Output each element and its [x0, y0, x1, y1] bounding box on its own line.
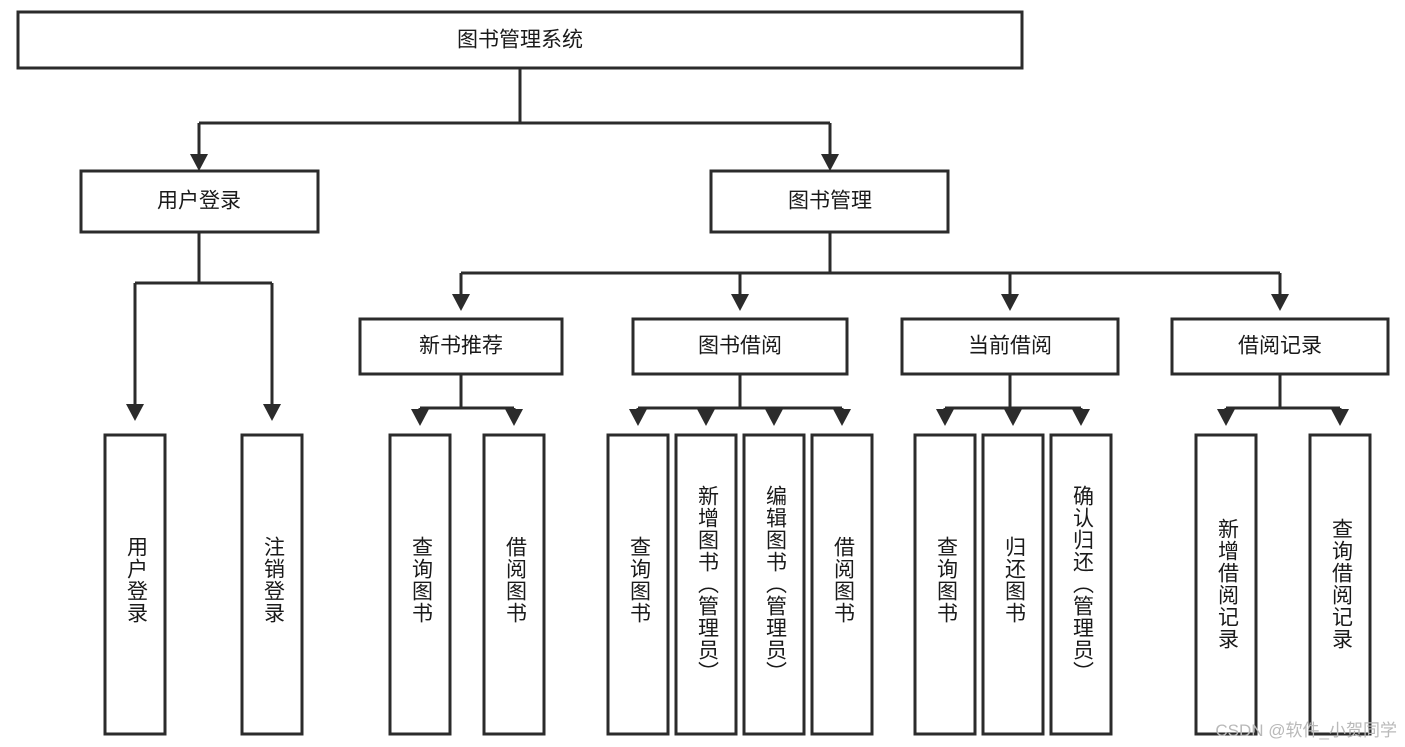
node-borrow-record-box[interactable] — [1170, 317, 1390, 376]
node-user-login-box[interactable] — [79, 169, 320, 234]
node-leaf-borrow-add-book-box[interactable] — [674, 433, 738, 736]
node-current-borrow-box[interactable] — [900, 317, 1120, 376]
edge-group-new-book-rec — [411, 374, 523, 426]
arrowhead-icon — [1001, 294, 1019, 311]
edge-group-book-borrow — [629, 374, 851, 426]
node-leaf-borrow-borrow-book-box[interactable] — [810, 433, 874, 736]
node-leaf-user-logout-box[interactable] — [240, 433, 304, 736]
node-new-book-rec-box[interactable] — [358, 317, 564, 376]
node-leaf-user-logout-label: 注销登录 — [261, 536, 285, 624]
node-leaf-rec-query-book-label: 查询图书 — [409, 536, 433, 624]
arrowhead-icon — [411, 409, 429, 426]
node-leaf-record-query-box[interactable] — [1308, 433, 1372, 736]
node-root-box[interactable] — [16, 10, 1024, 70]
node-leaf-current-query-book-box[interactable] — [913, 433, 977, 736]
node-borrow-record[interactable]: 借阅记录 — [1170, 317, 1390, 376]
node-leaf-borrow-borrow-book-label: 借阅图书 — [831, 536, 855, 624]
node-book-borrow-box[interactable] — [631, 317, 849, 376]
edge-group-book-manage — [452, 232, 1289, 311]
node-leaf-record-query-label: 查询借阅记录 — [1329, 518, 1353, 650]
node-book-manage-label: 图书管理 — [788, 190, 872, 213]
node-current-borrow[interactable]: 当前借阅 — [900, 317, 1120, 376]
node-book-borrow-label: 图书借阅 — [698, 335, 782, 358]
arrowhead-icon — [833, 409, 851, 426]
arrowhead-icon — [190, 154, 208, 171]
node-leaf-user-login-box[interactable] — [103, 433, 167, 736]
arrowhead-icon — [263, 404, 281, 421]
node-leaf-record-add[interactable]: 新增借阅记录 — [1194, 433, 1258, 736]
edge-group-borrow-record — [1217, 374, 1349, 426]
node-leaf-user-login-label: 用户登录 — [124, 536, 148, 624]
node-leaf-current-query-book[interactable]: 查询图书 — [913, 433, 977, 736]
node-leaf-user-logout[interactable]: 注销登录 — [240, 433, 304, 736]
arrowhead-icon — [1331, 409, 1349, 426]
node-leaf-borrow-edit-book-box[interactable] — [742, 433, 806, 736]
node-leaf-borrow-add-book[interactable]: 新增图书（管理员） — [674, 433, 738, 736]
node-leaf-current-confirm-return-label: 确认归还（管理员） — [1070, 485, 1094, 683]
arrowhead-icon — [1004, 409, 1022, 426]
node-new-book-rec[interactable]: 新书推荐 — [358, 317, 564, 376]
node-root-label: 图书管理系统 — [457, 29, 583, 52]
node-leaf-record-add-label: 新增借阅记录 — [1215, 518, 1239, 650]
node-leaf-borrow-borrow-book[interactable]: 借阅图书 — [810, 433, 874, 736]
arrowhead-icon — [765, 409, 783, 426]
node-leaf-current-return-book-box[interactable] — [981, 433, 1045, 736]
node-leaf-borrow-edit-book[interactable]: 编辑图书（管理员） — [742, 433, 806, 736]
arrowhead-icon — [452, 294, 470, 311]
arrowhead-icon — [697, 409, 715, 426]
node-user-login[interactable]: 用户登录 — [79, 169, 320, 234]
node-leaf-rec-query-book-box[interactable] — [388, 433, 452, 736]
arrowhead-icon — [1271, 294, 1289, 311]
node-leaf-user-login[interactable]: 用户登录 — [103, 433, 167, 736]
node-book-manage-box[interactable] — [709, 169, 950, 234]
node-root[interactable]: 图书管理系统 — [16, 10, 1024, 70]
node-book-manage[interactable]: 图书管理 — [709, 169, 950, 234]
node-leaf-borrow-add-book-label: 新增图书（管理员） — [695, 485, 719, 683]
node-leaf-current-confirm-return-box[interactable] — [1049, 433, 1113, 736]
node-leaf-borrow-query-book-label: 查询图书 — [627, 536, 651, 624]
node-leaf-current-return-book-label: 归还图书 — [1002, 536, 1026, 624]
arrowhead-icon — [731, 294, 749, 311]
node-leaf-rec-query-book[interactable]: 查询图书 — [388, 433, 452, 736]
arrowhead-icon — [1072, 409, 1090, 426]
node-leaf-rec-borrow-book-box[interactable] — [482, 433, 546, 736]
node-leaf-current-confirm-return[interactable]: 确认归还（管理员） — [1049, 433, 1113, 736]
node-leaf-borrow-edit-book-label: 编辑图书（管理员） — [763, 485, 787, 683]
node-leaf-rec-borrow-book-label: 借阅图书 — [503, 536, 527, 624]
arrowhead-icon — [126, 404, 144, 421]
node-leaf-current-query-book-label: 查询图书 — [934, 536, 958, 624]
node-new-book-rec-label: 新书推荐 — [419, 335, 503, 358]
node-user-login-label: 用户登录 — [157, 190, 241, 213]
arrowhead-icon — [821, 154, 839, 171]
edge-group-current-borrow — [936, 374, 1090, 426]
node-leaf-borrow-query-book-box[interactable] — [606, 433, 670, 736]
edge-group-root — [190, 68, 839, 171]
node-leaf-borrow-query-book[interactable]: 查询图书 — [606, 433, 670, 736]
node-leaf-current-return-book[interactable]: 归还图书 — [981, 433, 1045, 736]
arrowhead-icon — [1217, 409, 1235, 426]
node-leaf-record-query[interactable]: 查询借阅记录 — [1308, 433, 1372, 736]
node-borrow-record-label: 借阅记录 — [1238, 335, 1322, 358]
node-leaf-record-add-box[interactable] — [1194, 433, 1258, 736]
arrowhead-icon — [936, 409, 954, 426]
arrowhead-icon — [629, 409, 647, 426]
arrowhead-icon — [505, 409, 523, 426]
node-book-borrow[interactable]: 图书借阅 — [631, 317, 849, 376]
node-leaf-rec-borrow-book[interactable]: 借阅图书 — [482, 433, 546, 736]
node-current-borrow-label: 当前借阅 — [968, 335, 1052, 358]
edge-group-user-login — [126, 232, 281, 421]
